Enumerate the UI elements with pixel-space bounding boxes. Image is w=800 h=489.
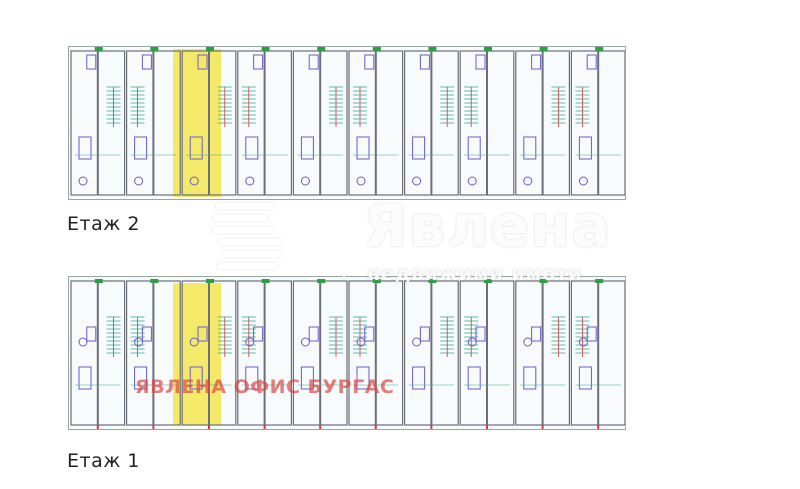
- watermark-brand: Явлена: [363, 192, 612, 260]
- floor-1-plan: [68, 276, 626, 430]
- watermark-divider: [343, 200, 345, 280]
- floor-2-plan: [68, 46, 626, 200]
- watermark-subtitle: недвижими имоти: [367, 263, 583, 285]
- floor-1-label: Етаж 1: [67, 450, 140, 472]
- floor-2-drawing: [70, 47, 625, 197]
- watermark-office: ЯВЛЕНА ОФИС БУРГАС: [135, 376, 395, 398]
- floor-2-label: Етаж 2: [67, 213, 140, 235]
- floor-1-drawing: [70, 279, 625, 429]
- brand-logo-icon: [211, 201, 283, 271]
